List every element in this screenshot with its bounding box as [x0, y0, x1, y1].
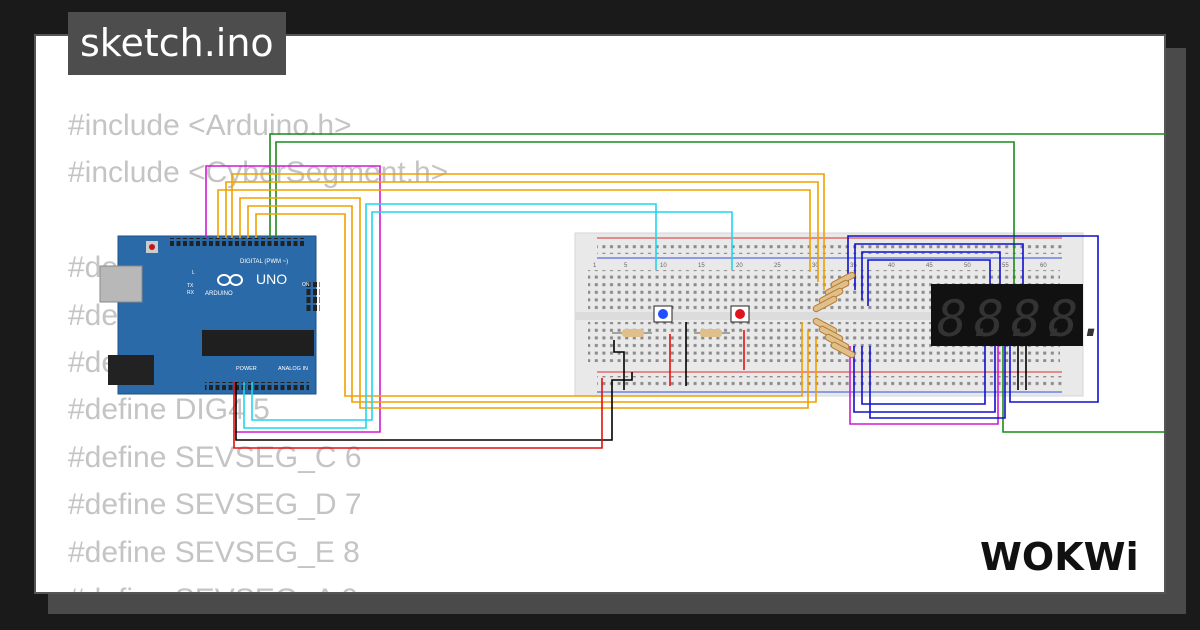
black-wires: [235, 322, 1027, 441]
arduino-infinity-icon: [217, 274, 243, 286]
analog-label: ANALOG IN: [278, 366, 308, 372]
magenta-wires: [205, 165, 999, 433]
column-number: 15: [698, 263, 705, 269]
tx-label: TX: [187, 283, 194, 289]
wokwi-logo-text: WOKWi: [980, 535, 1139, 578]
column-number: 55: [1002, 263, 1009, 269]
cyan-wires: [243, 203, 733, 429]
resistor: [612, 329, 652, 337]
code-line: #define SEVSEG_A 9: [68, 576, 448, 592]
code-line: #define SEVSEG_C 6: [68, 440, 362, 474]
power-analog-header: [205, 382, 309, 390]
display-digit: 8.: [1048, 290, 1108, 348]
red-pushbutton[interactable]: [730, 305, 750, 323]
code-line: #define SEVSEG_D 7: [68, 488, 362, 522]
uno-label: UNO: [256, 271, 287, 287]
digital-label: DIGITAL (PWM ~): [240, 259, 288, 265]
code-line: #define SEVSEG_E 8: [68, 535, 360, 569]
red-wires: [233, 330, 745, 449]
column-number: 10: [660, 263, 667, 269]
digital-header: [170, 238, 306, 246]
column-number: 5: [624, 263, 628, 269]
seven-segment-display[interactable]: 8. 8. 8. 8.: [931, 284, 1108, 348]
arduino-label: ARDUINO: [205, 291, 233, 297]
resistor-array-top: [812, 271, 856, 313]
resistor-array-bottom: [812, 317, 856, 359]
column-number: 30: [812, 263, 819, 269]
l-led-label: L: [192, 270, 195, 276]
column-number: 40: [888, 263, 895, 269]
blue-pushbutton[interactable]: [653, 305, 673, 323]
usb-port: [99, 265, 143, 303]
on-label: ON: [302, 282, 310, 288]
display-digit: 8.: [937, 290, 997, 348]
code-line: #define DIG4 5: [68, 393, 270, 427]
resistors[interactable]: [612, 271, 856, 359]
code-line: #include <CyberSegment.h>: [68, 156, 449, 190]
wokwi-logo: WOKWi: [980, 535, 1139, 578]
file-tab[interactable]: sketch.ino: [68, 12, 286, 75]
microcontroller-chip: [202, 330, 314, 356]
column-number: 45: [926, 263, 933, 269]
column-number: 25: [774, 263, 781, 269]
resistor: [694, 329, 730, 337]
blue-wires: [847, 235, 1099, 419]
column-number: 20: [736, 263, 743, 269]
arduino-uno-board[interactable]: DIGITAL (PWM ~) UNO ARDUINO POWER ANALOG…: [99, 235, 320, 395]
rx-label: RX: [187, 290, 195, 296]
power-label: POWER: [236, 366, 257, 372]
display-digit: 8.: [974, 290, 1034, 348]
column-number: 50: [964, 263, 971, 269]
column-number: 35: [850, 263, 857, 269]
power-jack: [108, 355, 154, 385]
column-number: 1: [593, 263, 597, 269]
orange-wires: [217, 173, 825, 409]
column-number: 60: [1040, 263, 1047, 269]
display-digit: 8.: [1011, 290, 1071, 348]
wires: [205, 133, 1166, 449]
